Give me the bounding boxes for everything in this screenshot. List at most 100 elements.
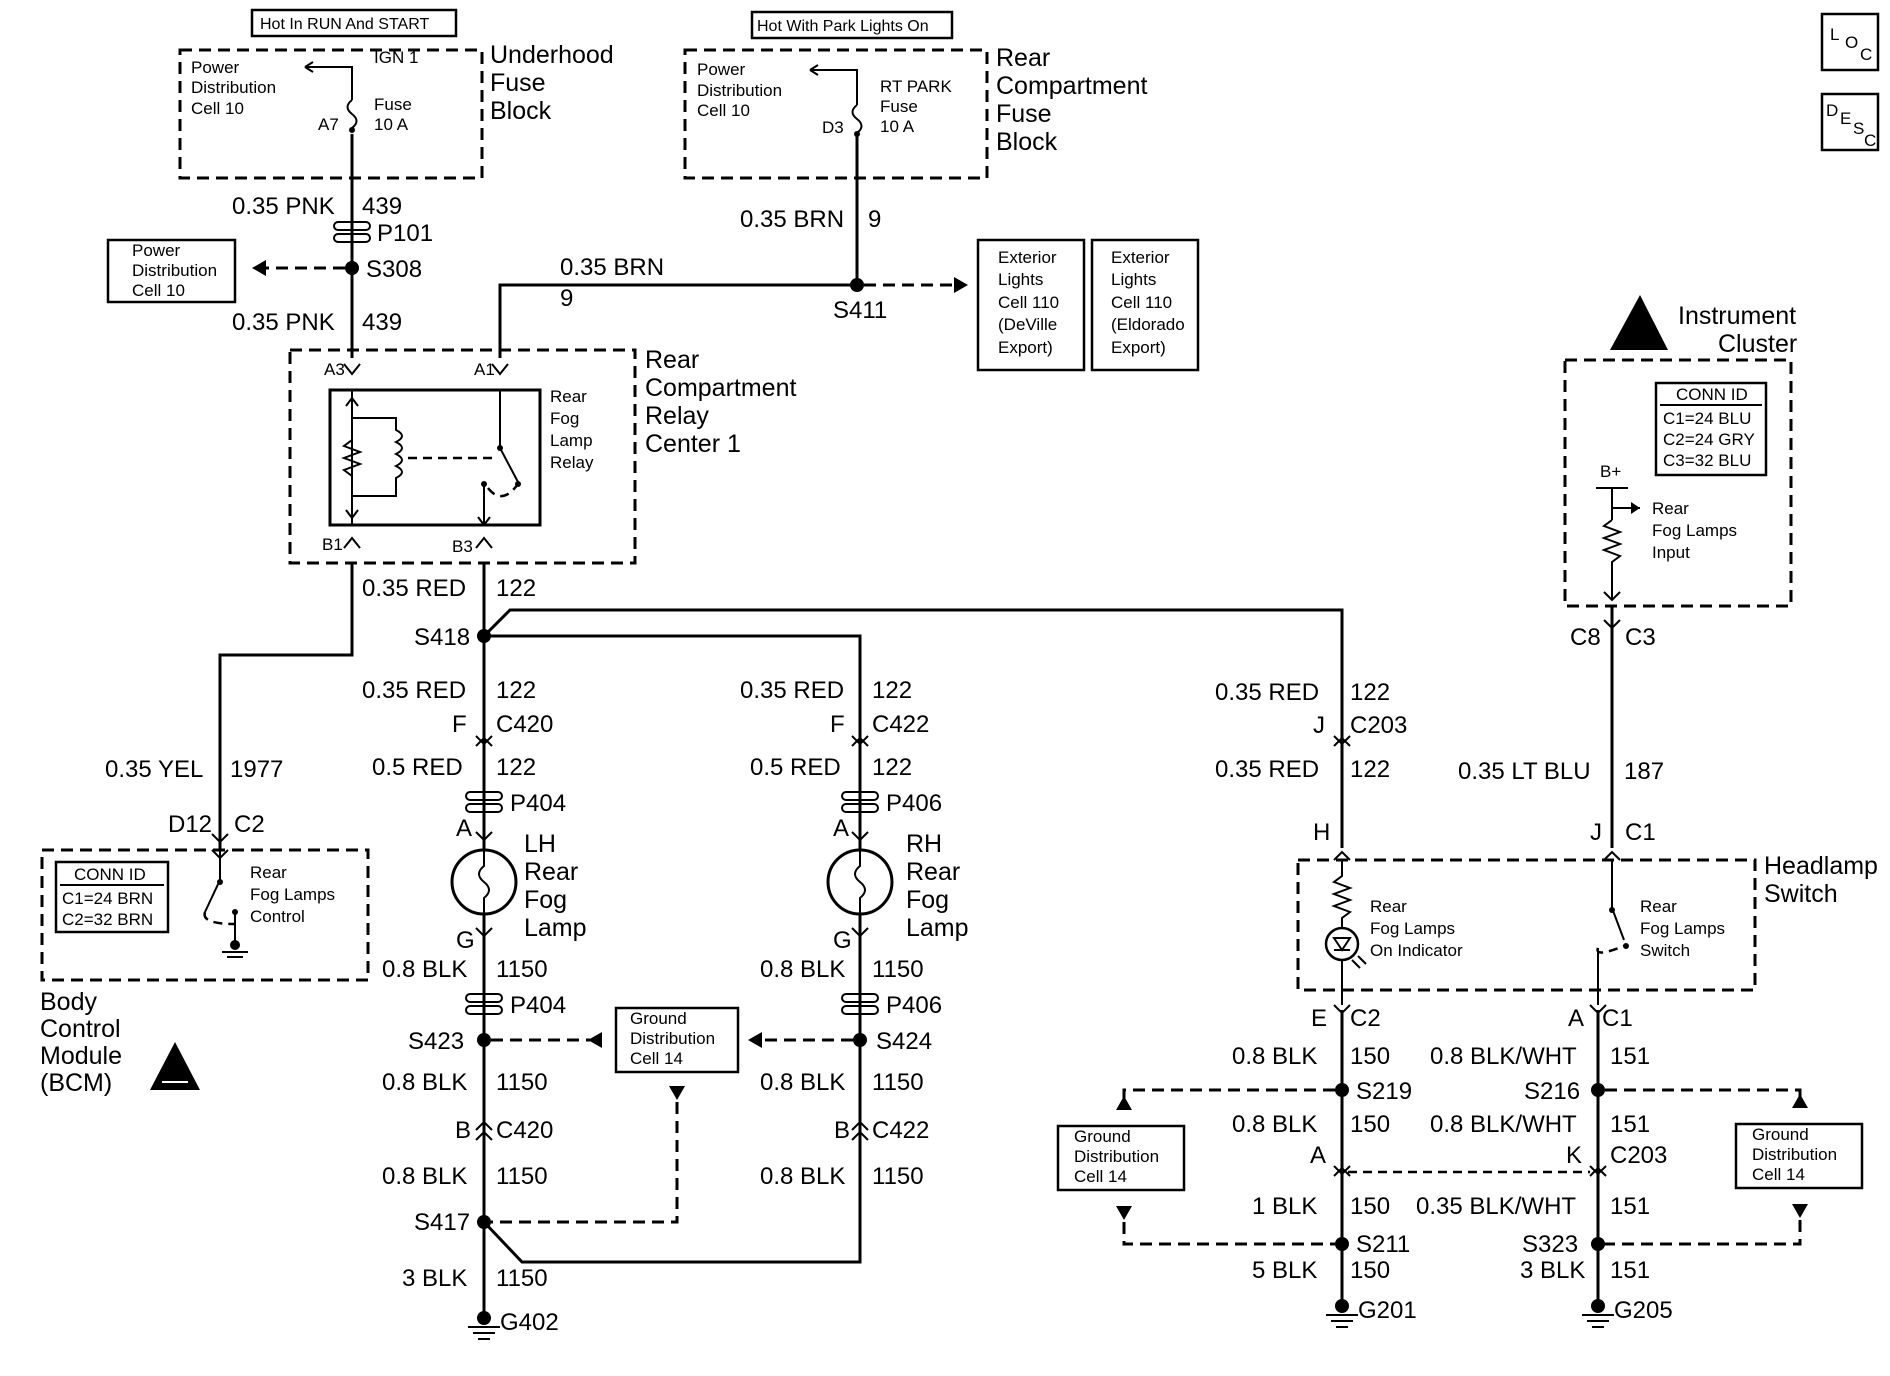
svg-text:Cell 10: Cell 10 [697,101,750,120]
svg-text:E: E [1840,109,1851,128]
svg-text:Rear: Rear [524,858,578,886]
svg-text:Block: Block [490,97,552,125]
svg-text:C422: C422 [872,711,929,738]
svg-text:Hot With Park Lights On: Hot With Park Lights On [757,18,929,35]
hot-in-run-banner [250,8,458,38]
g205-ground-icon [1582,1314,1614,1328]
svg-text:Fog: Fog [906,886,949,914]
svg-text:Cell 110: Cell 110 [998,293,1059,312]
svg-text:Cell 110: Cell 110 [1111,293,1172,312]
svg-text:0.35 RED: 0.35 RED [362,677,466,704]
svg-text:S: S [1853,119,1864,138]
svg-text:C1: C1 [1625,819,1656,846]
svg-text:Module: Module [40,1042,122,1070]
svg-text:0.8 BLK/WHT: 0.8 BLK/WHT [1430,1043,1577,1070]
s211-splice [1335,1237,1349,1251]
svg-text:151: 151 [1610,1257,1650,1284]
svg-text:K: K [1566,1142,1582,1169]
svg-text:Rear: Rear [250,863,287,882]
svg-text:C: C [1860,45,1872,64]
svg-text:C3=32 BLU: C3=32 BLU [1663,451,1751,470]
svg-text:S411: S411 [833,297,887,324]
svg-text:Rear: Rear [645,346,699,374]
svg-text:1150: 1150 [496,1163,548,1190]
svg-text:Export): Export) [1111,338,1166,357]
g402-ground-icon [468,1326,500,1340]
svg-text:0.5 RED: 0.5 RED [372,754,463,781]
svg-text:Body: Body [40,988,97,1016]
svg-text:Ground: Ground [1752,1125,1809,1144]
svg-text:A7: A7 [318,115,339,134]
svg-text:Cluster: Cluster [1718,330,1797,358]
svg-text:0.35 RED: 0.35 RED [1215,679,1319,706]
svg-text:Cell 14: Cell 14 [1752,1165,1805,1184]
svg-text:C420: C420 [496,1117,553,1144]
svg-text:0.35 YEL: 0.35 YEL [105,756,203,783]
svg-text:Lights: Lights [1111,270,1156,289]
svg-text:L: L [1830,25,1839,44]
svg-text:D: D [1826,101,1838,120]
p101-connector-icon [333,221,371,231]
svg-text:Lights: Lights [998,270,1043,289]
svg-text:Ground: Ground [1074,1127,1131,1146]
esd-warning-icon [150,1042,200,1090]
svg-text:Rear: Rear [1370,897,1407,916]
svg-text:Ground: Ground [630,1009,687,1028]
svg-text:C203: C203 [1610,1142,1667,1169]
svg-text:Relay: Relay [550,453,594,472]
svg-text:G: G [456,927,475,954]
s308-splice [345,261,359,275]
svg-text:Cell 10: Cell 10 [132,281,185,300]
svg-text:C2: C2 [234,811,265,838]
svg-text:Rear: Rear [550,387,587,406]
s219-splice [1335,1083,1349,1097]
svg-text:150: 150 [1350,1043,1390,1070]
ic-conn-id-table [1654,381,1768,477]
ic-input-resistor-icon [1601,519,1623,600]
svg-text:0.35 PNK: 0.35 PNK [232,309,335,336]
svg-text:0.8 BLK: 0.8 BLK [1232,1111,1317,1138]
svg-text:Fuse: Fuse [490,69,546,97]
relay-switch-icon [499,390,519,483]
svg-text:P101: P101 [377,220,433,247]
svg-text:A3: A3 [324,360,345,379]
svg-text:1150: 1150 [872,1069,924,1096]
svg-text:G: G [833,927,852,954]
svg-text:RT PARK: RT PARK [880,77,952,96]
svg-text:Cell 10: Cell 10 [191,99,244,118]
svg-text:1150: 1150 [496,1069,548,1096]
svg-text:G402: G402 [500,1309,559,1336]
indicator-resistor-icon [1331,860,1353,930]
svg-text:RH: RH [906,830,942,858]
svg-text:10 A: 10 A [880,117,915,136]
svg-text:122: 122 [1350,756,1390,783]
svg-text:10 A: 10 A [374,115,409,134]
svg-text:150: 150 [1350,1111,1390,1138]
svg-text:Rear: Rear [996,44,1050,72]
svg-text:0.8 BLK: 0.8 BLK [1232,1043,1317,1070]
svg-text:Rear: Rear [1640,897,1677,916]
svg-text:CONN ID: CONN ID [1676,385,1748,404]
svg-text:1150: 1150 [872,956,924,983]
svg-text:Fog Lamps: Fog Lamps [250,885,335,904]
svg-text:0.35 PNK: 0.35 PNK [232,193,335,220]
s323-splice [1591,1237,1605,1251]
svg-text:122: 122 [872,754,912,781]
svg-text:On Indicator: On Indicator [1370,941,1463,960]
svg-text:(Eldorado: (Eldorado [1111,315,1185,334]
svg-text:C1=24 BRN: C1=24 BRN [62,889,153,908]
svg-text:Block: Block [996,128,1058,156]
svg-text:C: C [1864,131,1876,150]
fog-switch-icon [1611,860,1625,941]
svg-text:Distribution: Distribution [191,78,276,97]
svg-text:C8: C8 [1570,624,1601,651]
svg-text:B: B [455,1117,471,1144]
svg-text:S417: S417 [414,1209,470,1236]
svg-text:Fog Lamps: Fog Lamps [1370,919,1455,938]
svg-text:S423: S423 [408,1028,464,1055]
svg-text:C2=32 BRN: C2=32 BRN [62,910,153,929]
svg-text:Switch: Switch [1764,880,1838,908]
svg-text:C2=24 GRY: C2=24 GRY [1663,430,1755,449]
